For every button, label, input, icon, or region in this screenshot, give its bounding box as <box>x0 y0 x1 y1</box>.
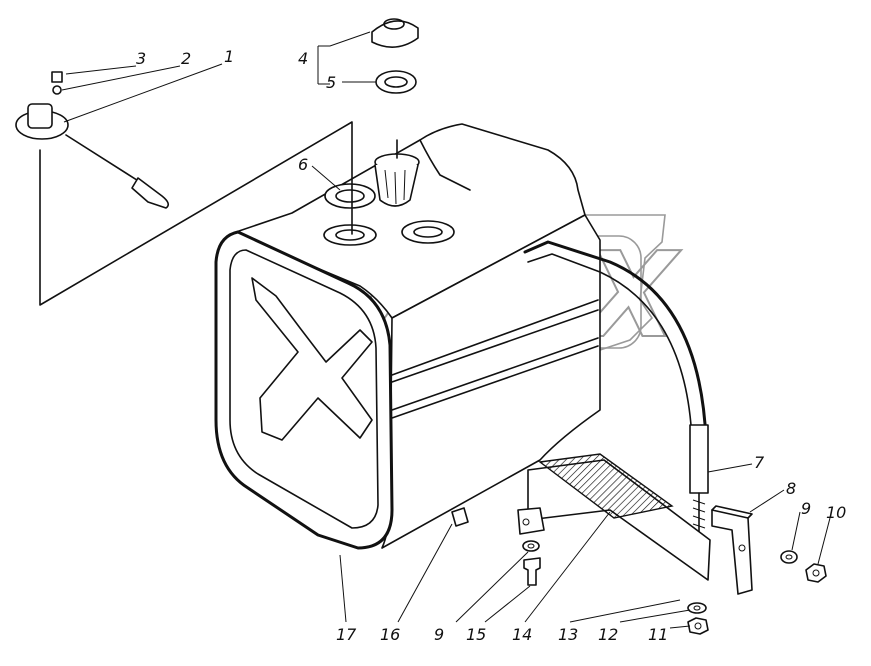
nut-10 <box>805 563 827 583</box>
tank-front-inner-rim <box>229 249 379 529</box>
filler-neck-shading <box>384 169 406 205</box>
callout-5: 5 <box>326 73 336 92</box>
filler-neck <box>374 139 420 207</box>
filler-cap-shell <box>371 20 419 48</box>
strap-7 <box>523 240 709 553</box>
washer-2 <box>52 85 62 95</box>
callout-10: 10 <box>826 503 846 522</box>
sender-float <box>131 177 170 209</box>
flange-opening-filler-inner <box>413 226 443 238</box>
step-mount-hole <box>522 518 530 526</box>
sender-float-rod <box>65 134 141 183</box>
callout-17: 17 <box>336 625 357 644</box>
bracket-8-plate <box>711 509 753 595</box>
callout-9-right: 9 <box>801 499 811 518</box>
tank-side-rib-lower <box>391 337 599 411</box>
callout-9-left: 9 <box>434 625 444 644</box>
strap-7-thread <box>692 499 706 537</box>
screw-3 <box>51 71 63 83</box>
step-assembly <box>517 453 711 581</box>
bracket-8-hole <box>738 544 746 552</box>
strap-7-end <box>689 424 709 494</box>
callout-7: 7 <box>754 453 765 472</box>
level-sender-1 <box>15 103 170 209</box>
washer-12 <box>687 602 707 614</box>
callout-labels: 1 2 3 4 5 6 7 8 9 10 9 11 12 13 14 15 16… <box>136 47 846 644</box>
filler-cap-4 <box>371 18 419 48</box>
tank-x-stamping <box>251 277 373 441</box>
washer-9-left <box>522 540 540 552</box>
callout-8: 8 <box>786 479 796 498</box>
tank-front-face <box>214 230 394 550</box>
tank-side-rib-lower-2 <box>391 345 599 419</box>
callout-11: 11 <box>648 625 668 644</box>
sender-housing <box>27 103 53 129</box>
flange-opening-sender-inner <box>335 229 365 241</box>
strap-7-inner <box>527 253 693 491</box>
gasket-6 <box>324 183 376 209</box>
callout-1: 1 <box>224 47 234 66</box>
sender-exploded-frame <box>39 121 353 306</box>
callout-15: 15 <box>466 625 486 644</box>
gasket-5 <box>375 70 417 94</box>
tank-top-face <box>235 123 586 319</box>
washer-9-right <box>780 550 798 564</box>
tank-side-rib-upper-2 <box>391 309 599 383</box>
step-tread-14 <box>538 453 674 519</box>
drain-plug-16 <box>451 507 469 527</box>
gasket-6-inner <box>335 189 365 203</box>
fuel-tank <box>214 123 601 550</box>
bracket-8 <box>711 505 753 595</box>
bolt-15 <box>523 557 541 586</box>
tank-flange-openings <box>323 220 455 246</box>
tank-side-rib-upper <box>391 299 599 376</box>
callout-2: 2 <box>181 49 191 68</box>
bracket-8-edge <box>711 505 753 519</box>
strap-7-outer <box>523 240 708 492</box>
gasket-5-outer <box>375 70 417 94</box>
callout-3: 3 <box>136 49 146 68</box>
callout-4: 4 <box>298 49 308 68</box>
callout-13: 13 <box>558 625 578 644</box>
flange-opening-filler <box>401 220 455 244</box>
callout-12: 12 <box>598 625 618 644</box>
nut-11 <box>687 617 709 635</box>
gasket-5-inner <box>384 76 408 88</box>
step-mount-plate <box>517 507 545 535</box>
callout-16: 16 <box>380 625 400 644</box>
leader-lines <box>61 31 831 629</box>
gasket-6-outer <box>324 183 376 209</box>
flange-opening-sender <box>323 224 377 246</box>
tank-top-ridge <box>419 139 471 191</box>
callout-14: 14 <box>512 625 532 644</box>
callout-6: 6 <box>298 155 308 174</box>
filler-cap-knob <box>383 18 405 30</box>
